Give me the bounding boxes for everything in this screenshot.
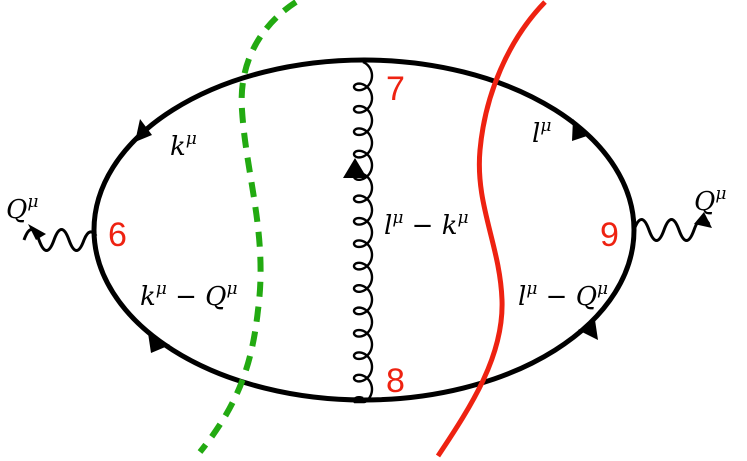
gluon-arrow — [343, 158, 367, 178]
momentum-l-minus-q: lμ − Qμ — [518, 279, 608, 312]
momentum-l-minus-k: lμ − kμ — [384, 208, 469, 241]
photon-left-arrowhead — [28, 224, 46, 240]
momentum-k: kμ — [170, 129, 197, 162]
momentum-k-minus-q: kμ − Qμ — [140, 279, 238, 312]
vertex-label-6: 6 — [108, 216, 127, 254]
vertex-label-9: 9 — [600, 216, 619, 254]
arrow-upper-right — [572, 119, 590, 141]
momentum-l: lμ — [532, 116, 551, 149]
arrow-lower-left — [148, 333, 170, 353]
momentum-q-left: Qμ — [6, 192, 38, 225]
vertex-label-7: 7 — [386, 70, 405, 108]
arrow-lower-right — [578, 320, 598, 340]
cut-dashed — [197, 0, 298, 454]
photon-right-arrowhead — [694, 212, 712, 228]
momentum-q-right: Qμ — [694, 184, 726, 217]
vertex-label-8: 8 — [386, 362, 405, 400]
arrow-upper-left — [135, 119, 152, 142]
gluon — [352, 60, 374, 404]
cut-solid — [435, 0, 547, 458]
photon-right — [632, 217, 711, 242]
